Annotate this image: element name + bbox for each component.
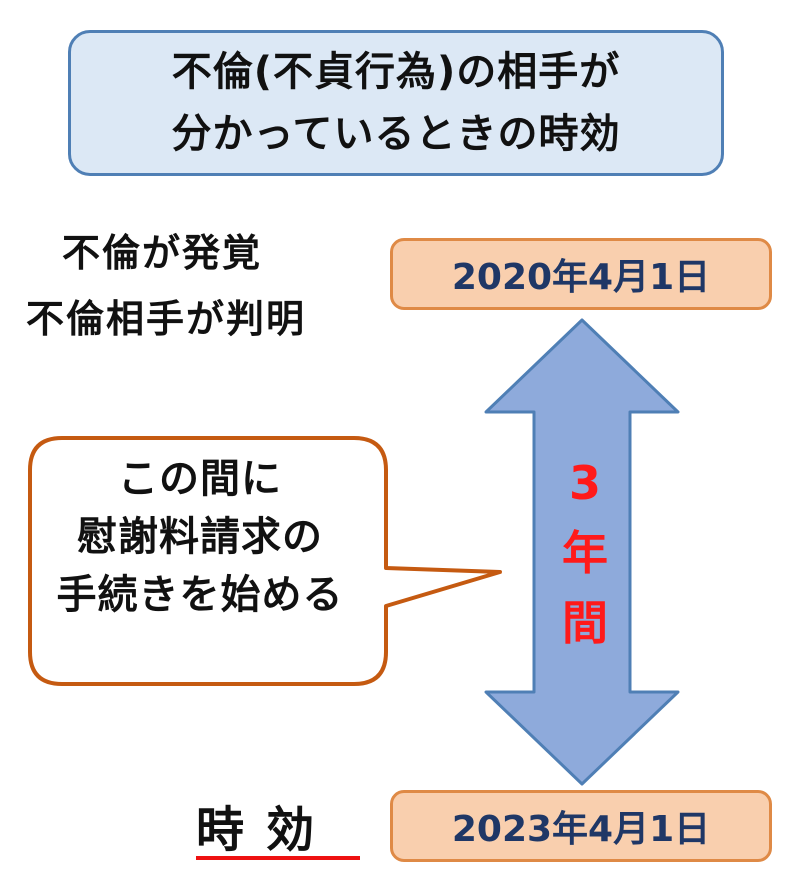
callout-line-2: 慰謝料請求の bbox=[77, 514, 323, 560]
double-arrow bbox=[484, 318, 680, 786]
start-event-label-2: 不倫相手が判明 bbox=[26, 297, 307, 341]
title-line-2: 分かっているときの時効 bbox=[171, 111, 621, 157]
period-unit-span: 間 bbox=[562, 596, 608, 650]
end-date: 2023年4月1日 bbox=[451, 809, 711, 850]
start-event-label-1: 不倫が発覚 bbox=[62, 231, 263, 275]
expiry-label: 時効 bbox=[196, 802, 337, 858]
start-date-box: 2020年4月1日 bbox=[390, 238, 772, 310]
callout-line-3: 手続きを始める bbox=[56, 572, 344, 618]
period-label: 3 年 間 bbox=[540, 448, 630, 658]
start-date: 2020年4月1日 bbox=[451, 257, 711, 298]
title-box: 不倫(不貞行為)の相手が 分かっているときの時効 bbox=[68, 30, 724, 176]
period-unit-year: 年 bbox=[562, 526, 608, 580]
title-line-1: 不倫(不貞行為)の相手が bbox=[171, 49, 621, 95]
expiry-underline bbox=[196, 856, 360, 860]
callout-line-1: この間に bbox=[118, 456, 282, 502]
period-number: 3 bbox=[568, 456, 601, 510]
speech-bubble bbox=[28, 436, 502, 686]
end-date-box: 2023年4月1日 bbox=[390, 790, 772, 862]
callout-text: この間に 慰謝料請求の 手続きを始める bbox=[30, 450, 370, 624]
